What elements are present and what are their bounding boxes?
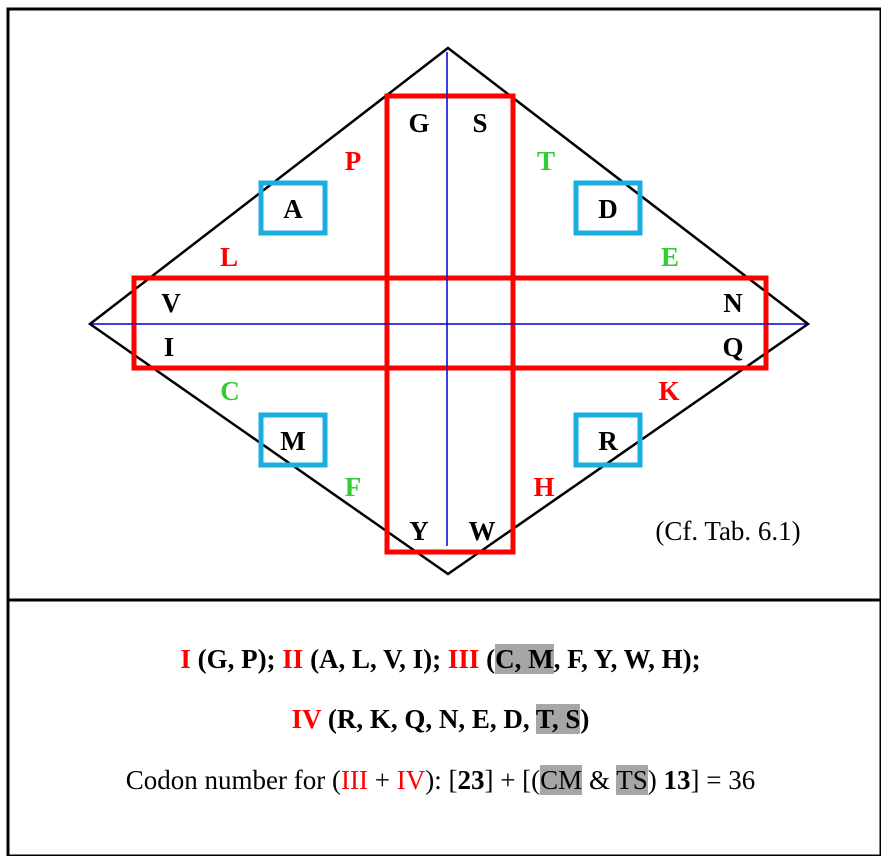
formula-amp: & (582, 765, 617, 795)
box-lower-right (573, 412, 643, 468)
formula-close: ) (647, 765, 664, 795)
group-4-highlight: T, S (535, 704, 581, 734)
letter-bottom-right: W (469, 516, 496, 546)
formula-end: ] = 36 (690, 765, 756, 795)
letter-left-bottom: I (164, 332, 175, 362)
group-2-members: (A, L, V, I); (303, 644, 448, 674)
box-lower-left (258, 412, 328, 468)
formula-cm: CM (540, 765, 583, 795)
box-upper-right (573, 180, 643, 236)
group-4-members: (R, K, Q, N, E, D, (321, 704, 536, 734)
horizontal-band (131, 275, 769, 371)
codon-formula: Codon number for (III + IV): [23] + [(CM… (0, 765, 881, 796)
edge-letter-e: E (661, 242, 679, 272)
formula-prefix: Codon number for ( (125, 765, 342, 795)
letter-right-top: N (723, 288, 743, 318)
edge-letter-k: K (658, 376, 679, 406)
letter-right-bottom: Q (722, 332, 743, 362)
caption-line-2: IV (R, K, Q, N, E, D, T, S) (0, 704, 881, 735)
edge-letter-p: P (345, 146, 362, 176)
edge-letter-l: L (220, 242, 238, 272)
group-3-numeral: III (447, 644, 480, 674)
boxed-letter-upper-left: A (283, 194, 303, 224)
edge-letter-h: H (533, 472, 554, 502)
edge-letter-t: T (537, 146, 555, 176)
formula-mid: ): [ (425, 765, 458, 795)
letter-bottom-left: Y (409, 516, 429, 546)
diamond (87, 46, 811, 576)
boxed-letter-upper-right: D (598, 194, 618, 224)
outer-frame (6, 7, 881, 856)
edge-letter-f: F (345, 472, 362, 502)
group-2-numeral: II (282, 644, 304, 674)
group-1-members: (G, P); (190, 644, 283, 674)
box-upper-left (258, 180, 328, 236)
group-4-close: ) (580, 704, 590, 734)
group-3-open: ( (479, 644, 496, 674)
formula-ts: TS (616, 765, 648, 795)
group-3-members: , F, Y, W, H); (553, 644, 701, 674)
formula-numeral-iv: IV (396, 765, 426, 795)
formula-value-23: 23 (457, 765, 485, 795)
formula-plus: + (368, 765, 397, 795)
letter-left-top: V (161, 288, 181, 318)
letter-top-right: S (472, 108, 487, 138)
group-3-highlight: C, M (495, 644, 554, 674)
reference-note: (Cf. Tab. 6.1) (655, 516, 800, 546)
formula-value-13: 13 (663, 765, 691, 795)
formula-numeral-iii: III (341, 765, 368, 795)
boxed-letter-lower-right: R (598, 426, 618, 456)
caption-line-1: I (G, P); II (A, L, V, I); III (C, M, F,… (0, 644, 881, 675)
group-1-numeral: I (180, 644, 191, 674)
boxed-letter-lower-left: M (280, 426, 305, 456)
formula-mid2: ] + [( (484, 765, 541, 795)
group-4-numeral: IV (291, 704, 322, 734)
letter-top-left: G (408, 108, 429, 138)
edge-letter-c: C (220, 376, 240, 406)
